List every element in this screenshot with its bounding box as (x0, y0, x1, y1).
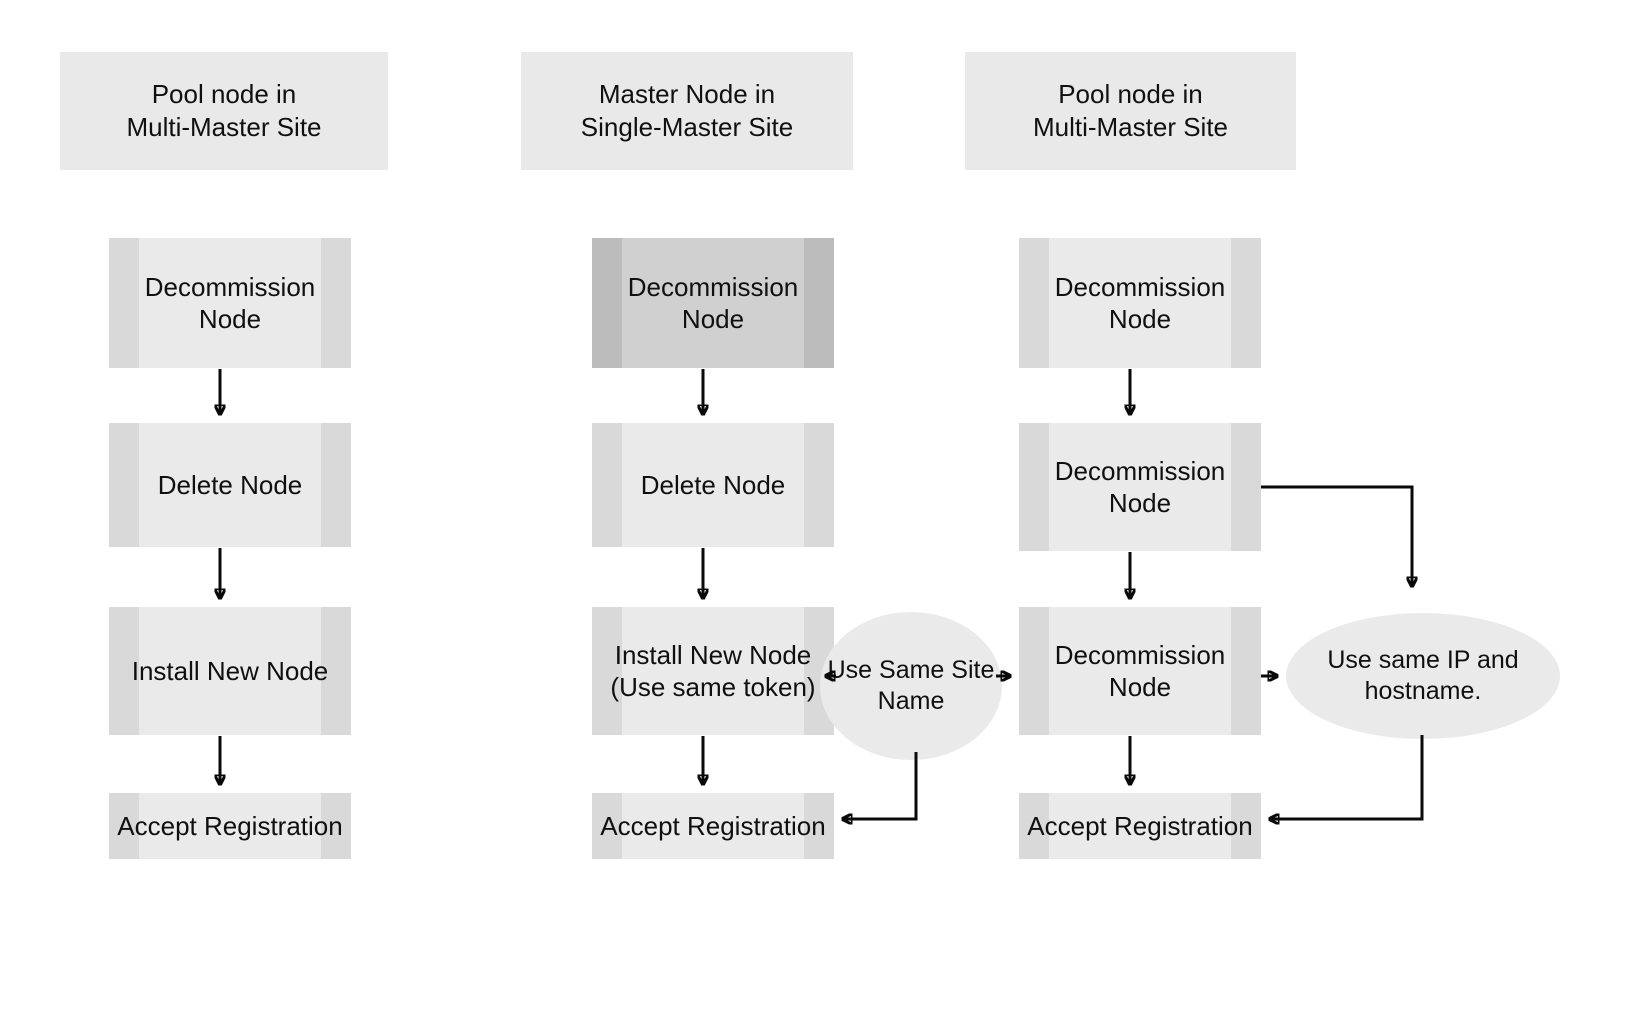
process-box-c1-s3[interactable]: Install New Node (109, 607, 351, 735)
process-label: Accept Registration (117, 810, 343, 841)
process-box-c1-s1[interactable]: Decommission Node (109, 238, 351, 368)
process-label: Delete Node (157, 469, 303, 500)
annotation-note-site-name[interactable]: Use Same Site Name (820, 612, 1002, 760)
process-box-c1-s2[interactable]: Delete Node (109, 423, 351, 547)
annotation-note-ip-hostname[interactable]: Use same IP and hostname. (1286, 613, 1560, 739)
process-box-c3-s4[interactable]: Accept Registration (1019, 793, 1261, 859)
process-label: Decommission Node (1054, 455, 1226, 518)
process-label: Decommission Node (144, 271, 316, 334)
lane-header-col-3: Pool node in Multi-Master Site (965, 52, 1296, 170)
process-label: Decommission Node (1054, 271, 1226, 334)
process-label: Decommission Node (1054, 639, 1226, 702)
process-label: Install New Node (Use same token) (610, 639, 816, 702)
lane-header-col-2: Master Node in Single-Master Site (521, 52, 853, 170)
process-label: Decommission Node (627, 271, 799, 334)
process-label: Accept Registration (600, 810, 826, 841)
process-box-c2-s1[interactable]: Decommission Node (592, 238, 834, 368)
process-label: Install New Node (131, 655, 329, 686)
process-box-c2-s2[interactable]: Delete Node (592, 423, 834, 547)
annotation-label: Use Same Site Name (827, 655, 995, 716)
lane-header-col-1: Pool node in Multi-Master Site (60, 52, 388, 170)
process-box-c3-s2[interactable]: Decommission Node (1019, 423, 1261, 551)
annotation-label: Use same IP and hostname. (1327, 645, 1519, 706)
process-box-c2-s4[interactable]: Accept Registration (592, 793, 834, 859)
connector-note-ip-hostname-to-c3-s4 (1270, 735, 1424, 819)
connector-c3-s2-to-note-ip-hostname (1261, 485, 1412, 586)
process-label: Delete Node (640, 469, 786, 500)
process-box-c1-s4[interactable]: Accept Registration (109, 793, 351, 859)
process-label: Accept Registration (1027, 810, 1253, 841)
connector-note-site-name-to-c2-s4 (843, 752, 918, 819)
process-box-c3-s1[interactable]: Decommission Node (1019, 238, 1261, 368)
process-box-c3-s3[interactable]: Decommission Node (1019, 607, 1261, 735)
process-box-c2-s3[interactable]: Install New Node (Use same token) (592, 607, 834, 735)
